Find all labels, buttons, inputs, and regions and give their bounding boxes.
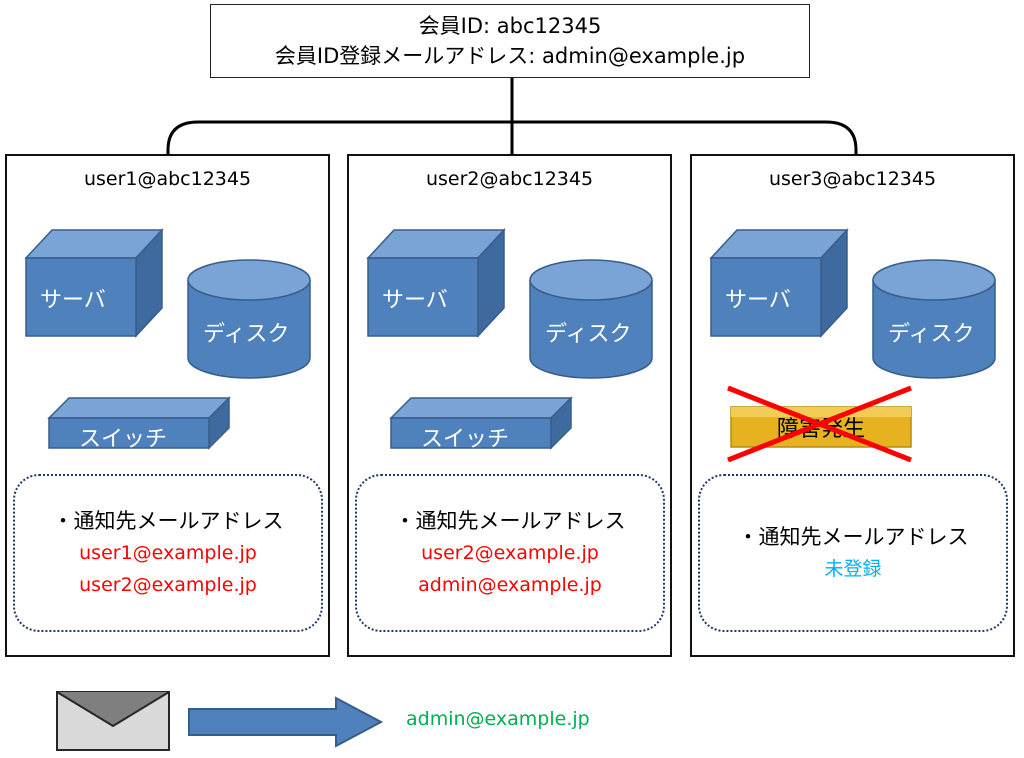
registered-email-text: 会員ID登録メールアドレス: admin@example.jp: [274, 44, 746, 68]
envelope-icon: [56, 691, 170, 751]
arrow-right-icon: [188, 696, 384, 748]
server-label: サーバ: [725, 288, 791, 313]
account-info-box: 会員ID: abc12345 会員ID登録メールアドレス: admin@exam…: [210, 4, 810, 78]
notification-address-box: ・通知先メールアドレス user2@example.jp admin@examp…: [355, 474, 665, 632]
faulted-switch: 障害発生: [730, 406, 912, 448]
server-icon: [24, 228, 164, 338]
notify-heading: ・通知先メールアドレス: [52, 509, 284, 533]
server-icon: [709, 228, 849, 338]
fault-badge-shape: [730, 406, 912, 448]
disk-label: ディスク: [203, 322, 290, 347]
tree-connector: [166, 78, 858, 154]
switch-icon: [389, 396, 573, 450]
notify-email: admin@example.jp: [418, 574, 602, 596]
disk-label: ディスク: [545, 322, 632, 347]
disk-label: ディスク: [888, 322, 975, 347]
disk-icon: [529, 259, 653, 379]
member-id-text: 会員ID: abc12345: [418, 14, 602, 38]
notification-address-box: ・通知先メールアドレス 未登録: [698, 474, 1008, 632]
switch-label: スイッチ: [79, 427, 168, 452]
notify-email: user2@example.jp: [421, 542, 599, 564]
server-icon: [366, 228, 506, 338]
recipient-email: admin@example.jp: [406, 708, 590, 730]
user-name: user2@abc12345: [425, 168, 594, 190]
disk-icon: [187, 259, 311, 379]
notify-email: user1@example.jp: [79, 542, 257, 564]
notification-address-box: ・通知先メールアドレス user1@example.jp user2@examp…: [13, 474, 323, 632]
unregistered-status: 未登録: [824, 558, 882, 580]
server-label: サーバ: [382, 288, 448, 313]
switch-icon: [47, 396, 231, 450]
user-panel-user1: user1@abc12345 サーバ ディスク スイッチ ・通知先メールアドレス…: [5, 154, 330, 657]
user-name: user1@abc12345: [83, 168, 252, 190]
user-panel-user2: user2@abc12345 サーバ ディスク スイッチ ・通知先メールアドレス…: [347, 154, 672, 657]
user-panel-user3: user3@abc12345 サーバ ディスク 障害発生 ・通知先メールアドレス…: [690, 154, 1015, 657]
user-name: user3@abc12345: [768, 168, 937, 190]
notify-heading: ・通知先メールアドレス: [737, 525, 969, 549]
notify-heading: ・通知先メールアドレス: [394, 509, 626, 533]
notify-email: user2@example.jp: [79, 574, 257, 596]
switch-label: スイッチ: [421, 427, 510, 452]
cross-icon: [727, 385, 912, 463]
server-label: サーバ: [40, 288, 106, 313]
disk-icon: [872, 259, 996, 379]
